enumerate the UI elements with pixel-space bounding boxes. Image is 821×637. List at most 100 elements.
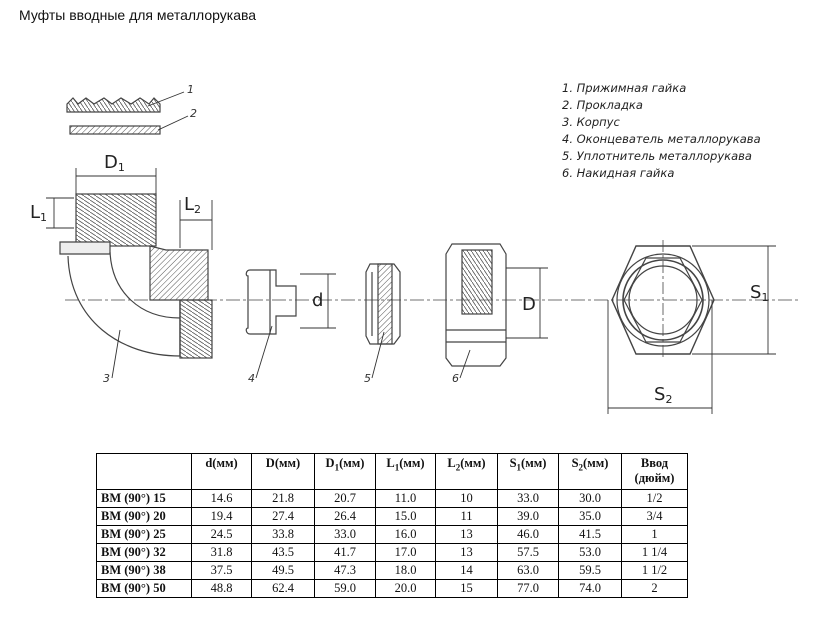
dim-label-l1: L1 <box>30 202 47 224</box>
table-header-model <box>96 453 192 490</box>
dim-label-s2: S2 <box>654 384 672 406</box>
table-cell: 77.0 <box>497 579 559 598</box>
table-cell: 33.0 <box>314 525 376 544</box>
table-row: ВМ (90°) 32 31.8 43.5 41.7 17.0 13 57.5 … <box>96 543 688 562</box>
table-cell: 11 <box>435 507 498 526</box>
table-header-row: d(мм) D(мм) D1(мм) L1(мм) L2(мм) S1(мм) … <box>96 453 688 490</box>
table-row: ВМ (90°) 25 24.5 33.8 33.0 16.0 13 46.0 … <box>96 525 688 544</box>
dim-label-s1: S1 <box>750 282 768 304</box>
table-cell: 41.5 <box>558 525 622 544</box>
table-cell: 15 <box>435 579 498 598</box>
table-cell-model: ВМ (90°) 38 <box>96 561 192 580</box>
legend-item-5: 5. Уплотнитель металлорукава <box>562 149 752 163</box>
parts-legend: 1. Прижимная гайка 2. Прокладка 3. Корпу… <box>562 80 761 182</box>
part-number-1: 1 <box>187 83 194 96</box>
legend-item-2: 2. Прокладка <box>562 98 643 112</box>
table-cell: 33.8 <box>251 525 315 544</box>
table-row: ВМ (90°) 50 48.8 62.4 59.0 20.0 15 77.0 … <box>96 579 688 598</box>
table-cell: 18.0 <box>375 561 436 580</box>
dim-label-d: d <box>312 290 323 311</box>
press-nut-part <box>66 97 161 113</box>
dim-label-d1: D1 <box>104 152 125 174</box>
table-cell: 17.0 <box>375 543 436 562</box>
spec-table: d(мм) D(мм) D1(мм) L1(мм) L2(мм) S1(мм) … <box>96 453 688 598</box>
table-cell: 16.0 <box>375 525 436 544</box>
table-cell: 53.0 <box>558 543 622 562</box>
table-cell: 30.0 <box>558 489 622 508</box>
table-cell: 33.0 <box>497 489 559 508</box>
hose-seal-part <box>365 263 401 345</box>
table-cell: 74.0 <box>558 579 622 598</box>
table-cell: 19.4 <box>191 507 252 526</box>
table-cell: 1 <box>621 525 688 544</box>
part-number-2: 2 <box>190 107 197 120</box>
table-row: ВМ (90°) 38 37.5 49.5 47.3 18.0 14 63.0 … <box>96 561 688 580</box>
hose-end-part <box>245 269 297 335</box>
part-number-6: 6 <box>452 372 459 385</box>
part-number-3: 3 <box>103 372 110 385</box>
dim-label-outer-d: D <box>522 294 536 315</box>
table-cell: 1/2 <box>621 489 688 508</box>
table-row: ВМ (90°) 15 14.6 21.8 20.7 11.0 10 33.0 … <box>96 489 688 508</box>
technical-drawing: D1 L1 L2 d D S1 S2 1 2 3 4 5 6 <box>30 83 800 414</box>
table-cell-model: ВМ (90°) 50 <box>96 579 192 598</box>
table-cell: 24.5 <box>191 525 252 544</box>
table-header-s2: S2(мм) <box>558 453 622 490</box>
table-cell: 14.6 <box>191 489 252 508</box>
table-header-d1: D1(мм) <box>314 453 376 490</box>
cap-nut-part <box>445 243 507 367</box>
table-header-l2: L2(мм) <box>435 453 498 490</box>
table-cell: 10 <box>435 489 498 508</box>
table-cell: 20.7 <box>314 489 376 508</box>
table-cell-model: ВМ (90°) 15 <box>96 489 192 508</box>
table-cell: 46.0 <box>497 525 559 544</box>
legend-item-6: 6. Накидная гайка <box>562 166 675 180</box>
table-cell: 14 <box>435 561 498 580</box>
table-cell: 11.0 <box>375 489 436 508</box>
table-cell: 20.0 <box>375 579 436 598</box>
table-cell: 59.5 <box>558 561 622 580</box>
legend-item-1: 1. Прижимная гайка <box>562 81 687 95</box>
table-cell: 31.8 <box>191 543 252 562</box>
table-cell: 35.0 <box>558 507 622 526</box>
table-cell-model: ВМ (90°) 32 <box>96 543 192 562</box>
gasket-part <box>69 125 161 135</box>
table-cell: 2 <box>621 579 688 598</box>
table-cell: 1 1/2 <box>621 561 688 580</box>
table-header-d: d(мм) <box>191 453 252 490</box>
table-header-outer-d: D(мм) <box>251 453 315 490</box>
table-cell: 43.5 <box>251 543 315 562</box>
table-cell: 63.0 <box>497 561 559 580</box>
table-cell: 13 <box>435 525 498 544</box>
dim-label-l2: L2 <box>184 194 201 216</box>
part-number-5: 5 <box>364 372 371 385</box>
page-title: Муфты вводные для металлорукава <box>19 7 257 23</box>
table-cell: 21.8 <box>251 489 315 508</box>
table-cell: 39.0 <box>497 507 559 526</box>
table-cell: 1 1/4 <box>621 543 688 562</box>
table-header-input: Ввод(дюйм) <box>621 453 688 490</box>
table-cell: 37.5 <box>191 561 252 580</box>
table-cell: 62.4 <box>251 579 315 598</box>
legend-item-3: 3. Корпус <box>562 115 620 129</box>
table-header-l1: L1(мм) <box>375 453 436 490</box>
table-header-s1: S1(мм) <box>497 453 559 490</box>
table-cell: 3/4 <box>621 507 688 526</box>
body-part <box>59 193 213 359</box>
table-cell: 47.3 <box>314 561 376 580</box>
part-number-4: 4 <box>248 372 255 385</box>
table-cell: 48.8 <box>191 579 252 598</box>
table-row: ВМ (90°) 20 19.4 27.4 26.4 15.0 11 39.0 … <box>96 507 688 526</box>
table-cell: 41.7 <box>314 543 376 562</box>
table-cell: 13 <box>435 543 498 562</box>
table-cell: 15.0 <box>375 507 436 526</box>
table-cell: 49.5 <box>251 561 315 580</box>
table-cell: 59.0 <box>314 579 376 598</box>
table-cell: 27.4 <box>251 507 315 526</box>
table-cell: 26.4 <box>314 507 376 526</box>
table-cell-model: ВМ (90°) 25 <box>96 525 192 544</box>
hex-end-view <box>611 240 715 360</box>
table-cell-model: ВМ (90°) 20 <box>96 507 192 526</box>
table-cell: 57.5 <box>497 543 559 562</box>
legend-item-4: 4. Оконцеватель металлорукава <box>562 132 761 146</box>
